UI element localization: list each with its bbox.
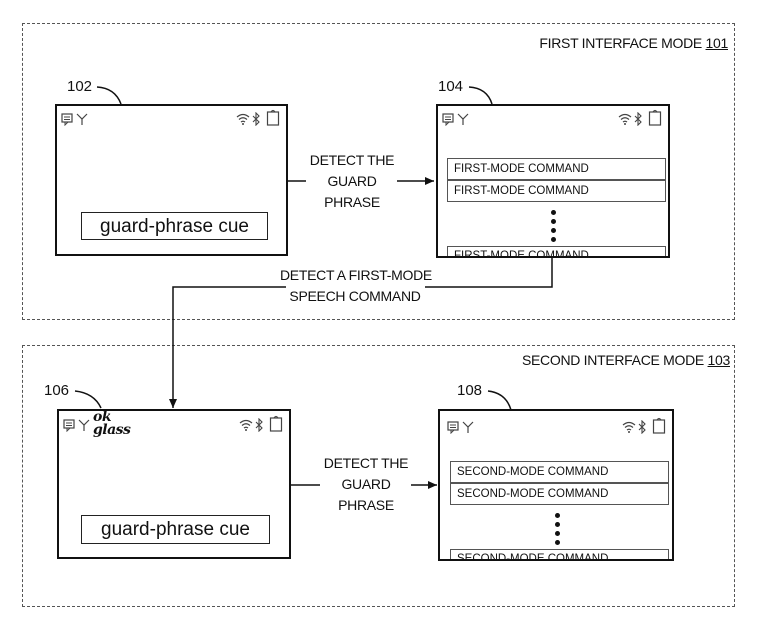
first-interface-mode-region [22, 23, 735, 320]
battery-icon [266, 109, 280, 129]
t2-line2: SPEECH COMMAND [289, 288, 421, 304]
ref-106: 106 [44, 382, 70, 399]
first-mode-ref: 101 [705, 35, 729, 51]
hotword-line-1: ok [93, 409, 112, 425]
chat-bubble-icon [447, 421, 460, 437]
first-mode-command-item[interactable]: FIRST-MODE COMMAND [447, 158, 666, 180]
transition-detect-guard-phrase-2: DETECT THE GUARD PHRASE [318, 453, 414, 516]
chat-bubble-icon [442, 113, 455, 129]
ref-108: 108 [457, 382, 483, 399]
ref-102: 102 [67, 78, 93, 95]
hotword-line-2: glass [93, 422, 131, 438]
transition-detect-first-mode-command: DETECT A FIRST-MODE SPEECH COMMAND [280, 265, 432, 307]
leader-102 [96, 86, 122, 105]
chat-bubble-icon [63, 419, 76, 435]
wifi-icon [622, 421, 636, 436]
t1-line1: DETECT THE [309, 152, 395, 168]
second-mode-command-list: SECOND-MODE COMMAND SECOND-MODE COMMAND … [450, 461, 669, 559]
first-mode-command-item[interactable]: FIRST-MODE COMMAND [447, 246, 666, 256]
screen-102: guard-phrase cue [55, 104, 288, 256]
second-mode-command-item[interactable]: SECOND-MODE COMMAND [450, 483, 669, 505]
bluetooth-icon [634, 111, 642, 129]
chat-bubble-icon [61, 113, 74, 129]
signal-antenna-icon [457, 113, 469, 129]
signal-antenna-icon [78, 419, 90, 435]
first-interface-mode-title: FIRST INTERFACE MODE 101 [539, 35, 728, 51]
battery-icon [269, 415, 283, 435]
signal-antenna-icon [76, 113, 88, 129]
t3-line3: PHRASE [338, 497, 394, 513]
t3-line2: GUARD [341, 476, 391, 492]
arrow-t2-right [425, 258, 553, 288]
arrow-t2-left [169, 286, 286, 408]
t2-line1: DETECT A FIRST-MODE [280, 267, 432, 283]
signal-antenna-icon [462, 421, 474, 437]
second-mode-title-text: SECOND INTERFACE MODE [521, 352, 704, 368]
guard-phrase-cue: guard-phrase cue [81, 515, 270, 544]
wifi-icon [239, 419, 253, 434]
ref-104: 104 [438, 78, 464, 95]
hotword-ok-glass: ok glass [93, 409, 131, 438]
ellipsis-dots [555, 513, 561, 549]
second-interface-mode-title: SECOND INTERFACE MODE 103 [522, 352, 730, 368]
second-interface-mode-region [22, 345, 735, 607]
t1-line3: PHRASE [324, 194, 380, 210]
bluetooth-icon [255, 417, 263, 435]
wifi-icon [618, 113, 632, 128]
second-mode-ref: 103 [707, 352, 731, 368]
leader-104 [468, 86, 493, 105]
second-mode-command-item[interactable]: SECOND-MODE COMMAND [450, 461, 669, 483]
leader-108 [487, 390, 512, 411]
ellipsis-dots [551, 210, 557, 246]
second-mode-command-item[interactable]: SECOND-MODE COMMAND [450, 549, 669, 559]
screen-108: SECOND-MODE COMMAND SECOND-MODE COMMAND … [438, 409, 674, 561]
t3-line1: DETECT THE [323, 455, 409, 471]
wifi-icon [236, 113, 250, 128]
guard-phrase-cue: guard-phrase cue [81, 212, 268, 240]
t1-line2: GUARD [327, 173, 377, 189]
first-mode-title-text: FIRST INTERFACE MODE [539, 35, 702, 51]
transition-detect-guard-phrase-1: DETECT THE GUARD PHRASE [306, 150, 398, 213]
first-mode-command-list: FIRST-MODE COMMAND FIRST-MODE COMMAND FI… [447, 158, 666, 256]
bluetooth-icon [638, 419, 646, 437]
first-mode-command-item[interactable]: FIRST-MODE COMMAND [447, 180, 666, 202]
screen-104: FIRST-MODE COMMAND FIRST-MODE COMMAND FI… [436, 104, 670, 258]
battery-icon [648, 109, 662, 129]
battery-icon [652, 417, 666, 437]
screen-106: ok glass guard-phrase cue [57, 409, 291, 559]
leader-106 [74, 390, 102, 409]
bluetooth-icon [252, 111, 260, 129]
